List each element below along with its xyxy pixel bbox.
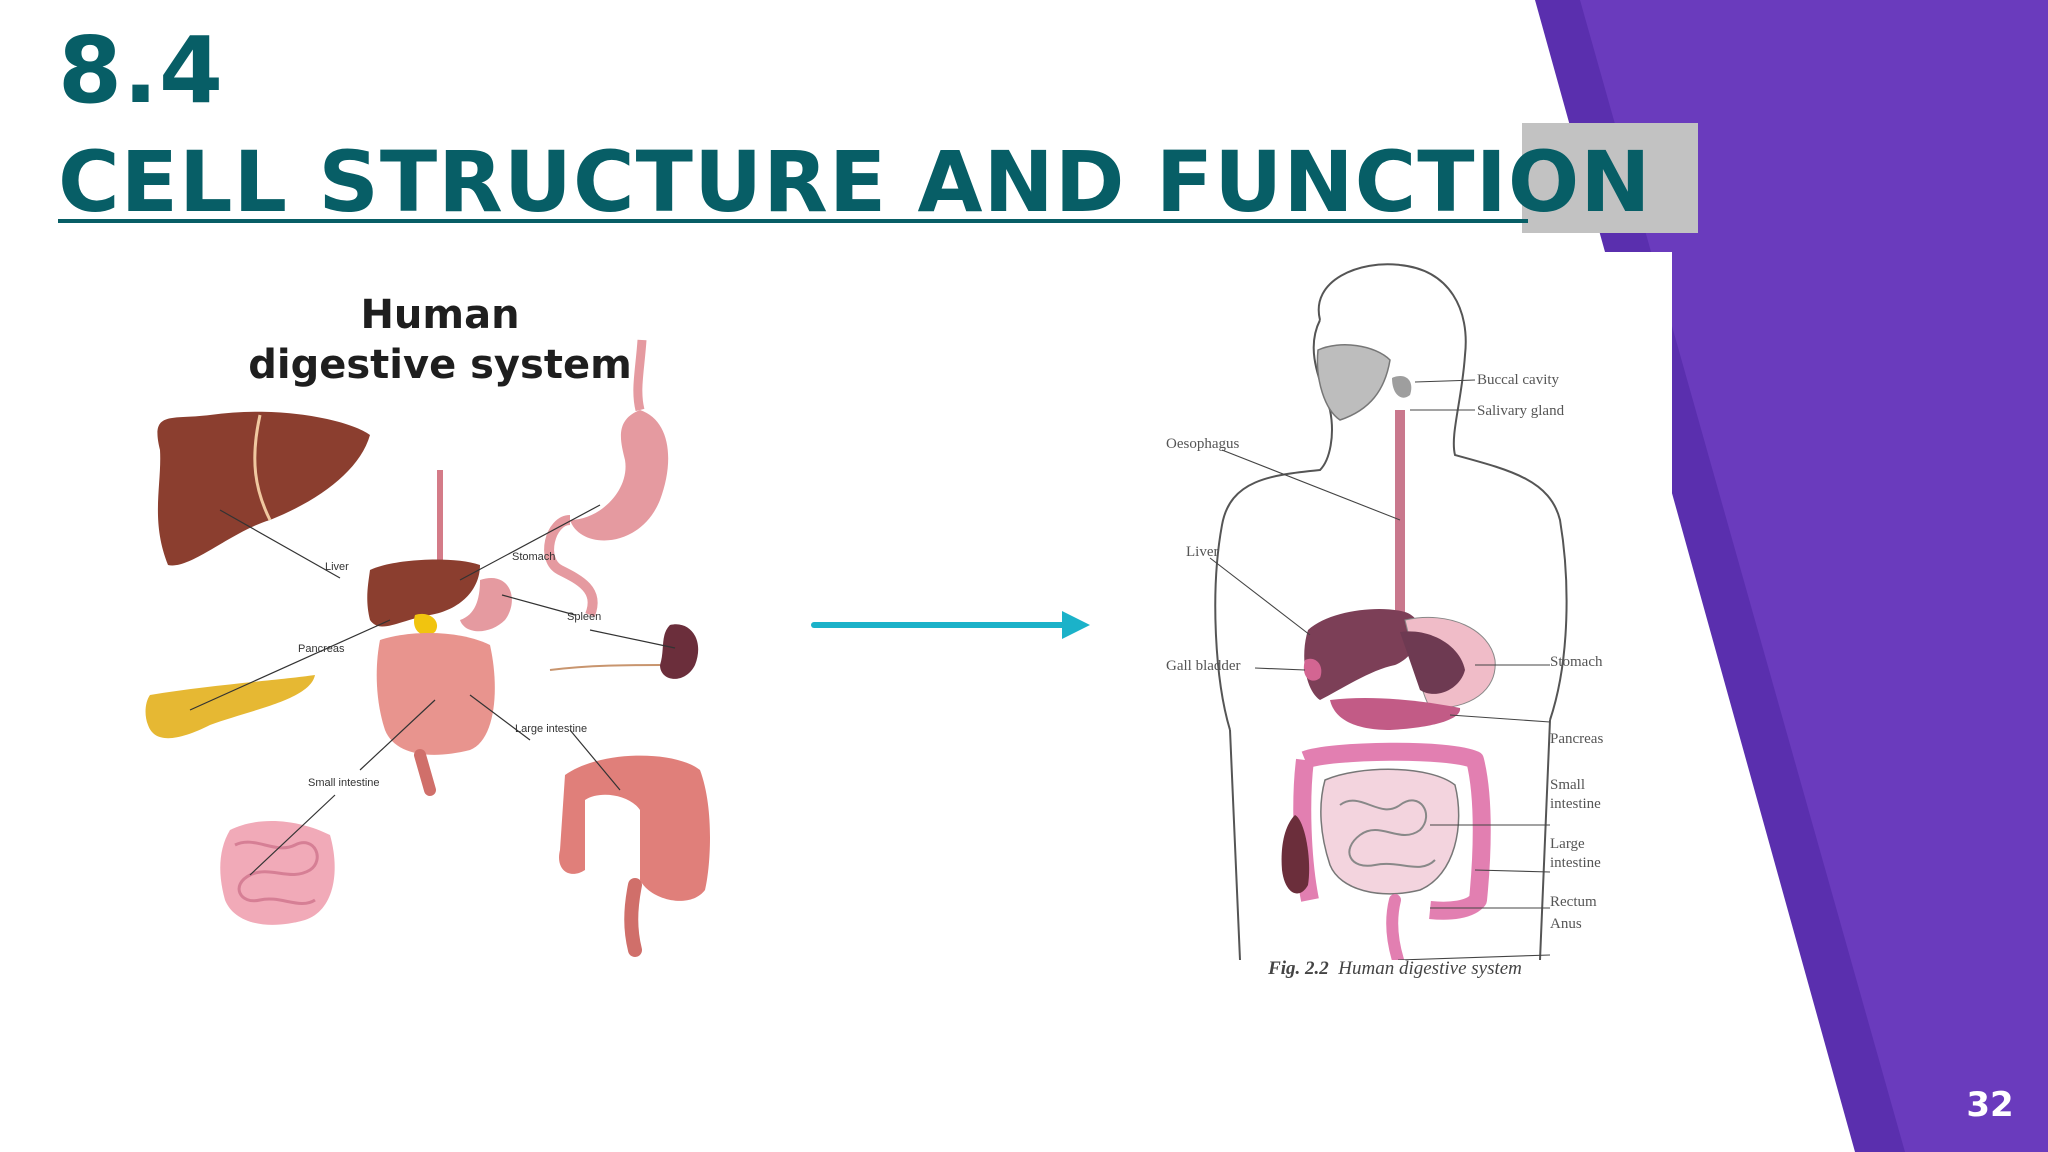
right-label-small-line2: intestine	[1550, 796, 1601, 812]
large-intestine-rectum	[624, 878, 642, 957]
purple-band-main	[1580, 0, 2048, 1152]
center-rectum	[414, 749, 436, 796]
body-outline-diagram: Buccal cavity Salivary gland Oesophagus …	[1166, 263, 1603, 960]
large-intestine-shape	[1301, 742, 1491, 920]
title-underline	[58, 219, 1528, 223]
left-label-spleen: Spleen	[567, 611, 601, 623]
left-label-stomach: Stomach	[512, 551, 555, 563]
page-number: 32	[1966, 1085, 2014, 1125]
gall-bladder-shape	[1303, 658, 1322, 681]
right-label-pancreas: Pancreas	[1550, 731, 1603, 747]
small-intestine-coils	[234, 840, 319, 906]
buccal-cavity-shape	[1316, 344, 1391, 421]
liver-ligament	[253, 414, 272, 521]
right-diagram: Buccal cavity Salivary gland Oesophagus …	[1130, 260, 1660, 990]
right-label-large-line1: Large	[1550, 836, 1585, 852]
pancreas-shape	[1330, 697, 1461, 730]
left-label-pancreas: Pancreas	[298, 643, 345, 655]
right-label-large-line2: intestine	[1550, 855, 1601, 871]
center-small-intestine	[376, 633, 495, 755]
left-diagram-title-line2: digestive system	[248, 342, 632, 388]
left-label-liver: Liver	[325, 561, 349, 573]
pancreas-organ	[145, 675, 315, 739]
liver-organ	[157, 411, 370, 566]
spleen-vessel	[549, 664, 661, 671]
stomach-inner	[1400, 631, 1465, 694]
leader-lines	[1209, 379, 1551, 960]
center-liver	[367, 559, 480, 627]
organ-illustration: Liver Stomach Spleen Pancreas Large inte…	[145, 339, 710, 957]
rectum-shape	[1386, 894, 1404, 960]
oesophagus-top	[633, 339, 647, 412]
left-label-large-intestine: Large intestine	[515, 723, 587, 735]
figure-caption: Fig. 2.2 Human digestive system	[1130, 958, 1660, 980]
right-arrow-icon	[811, 611, 1090, 639]
right-label-buccal-cavity: Buccal cavity	[1477, 372, 1560, 388]
right-label-salivary-gland: Salivary gland	[1477, 403, 1565, 419]
page-title: CELL STRUCTURE AND FUNCTION	[58, 133, 1652, 231]
figure-caption-number: Fig. 2.2	[1268, 958, 1329, 979]
right-diagram-labels: Buccal cavity Salivary gland Oesophagus …	[1166, 372, 1603, 932]
title-highlight-box	[1522, 123, 1698, 233]
left-diagram-title-line1: Human	[360, 292, 520, 338]
salivary-gland-shape	[1392, 375, 1412, 398]
left-label-small-intestine: Small intestine	[308, 777, 380, 789]
small-intestine-coils	[1339, 799, 1436, 868]
section-number: 8.4	[58, 17, 224, 124]
right-label-stomach: Stomach	[1550, 654, 1603, 670]
right-label-gall-bladder: Gall bladder	[1166, 658, 1241, 674]
right-label-oesophagus: Oesophagus	[1166, 436, 1239, 452]
content-white-slope	[1672, 252, 1770, 1152]
leader-lines	[189, 504, 676, 876]
liver-shape	[1304, 609, 1420, 700]
right-label-anus: Anus	[1550, 916, 1582, 932]
figure-caption-text: Human digestive system	[1338, 958, 1522, 979]
right-label-small-line1: Small	[1550, 777, 1585, 793]
right-label-liver: Liver	[1186, 544, 1218, 560]
center-gallbladder	[414, 613, 438, 636]
large-intestine-organ	[559, 755, 710, 901]
stomach-organ	[570, 410, 669, 541]
left-diagram: Human digestive system	[130, 270, 750, 960]
right-label-rectum: Rectum	[1550, 894, 1597, 910]
center-stomach	[460, 578, 512, 632]
spleen-organ	[660, 624, 699, 679]
ascending-colon-shape	[1281, 815, 1310, 894]
